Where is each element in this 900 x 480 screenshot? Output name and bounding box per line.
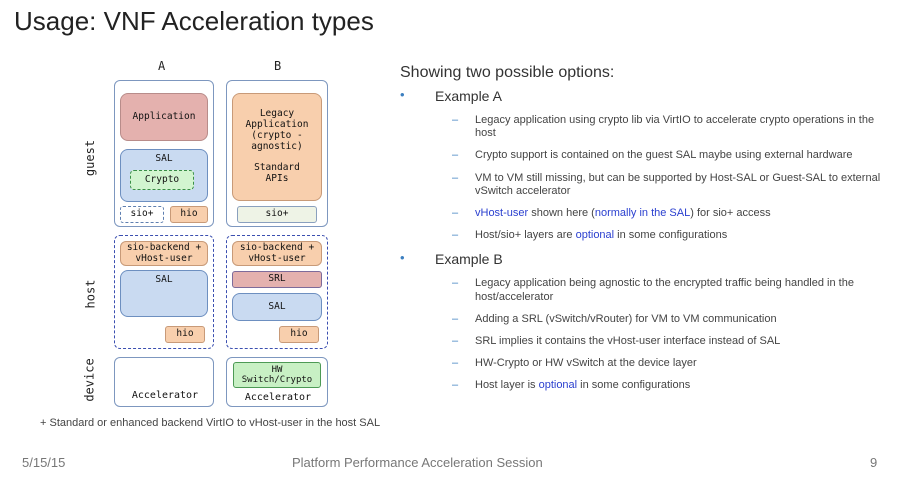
item-text: shown here ( (528, 206, 595, 219)
footer-date: 5/15/15 (22, 455, 66, 470)
layer-label-guest: guest (83, 139, 98, 177)
guest-panel-a: Application SAL Crypto sio+ hio (114, 80, 214, 227)
example-b-item: – Adding a SRL (vSwitch/vRouter) for VM … (400, 313, 890, 326)
hio-block-host-a: hio (165, 326, 205, 343)
host-panel-a: sio-backend + vHost-user SAL hio (114, 235, 214, 349)
crypto-block: Crypto (130, 170, 194, 190)
guest-panel-b: Legacy Application (crypto - agnostic) S… (226, 80, 328, 227)
highlight-text: optional (575, 229, 615, 242)
dash-icon: – (452, 206, 459, 219)
sio-block-b: sio+ (237, 206, 317, 223)
srl-block: SRL (232, 271, 322, 288)
item-text: in some configurations (577, 379, 691, 392)
highlight-text: optional (538, 379, 578, 392)
example-b-item: – Host layer is optional in some configu… (400, 379, 890, 392)
legacy-application-block: Legacy Application (crypto - agnostic) S… (232, 93, 322, 201)
example-a-item: – Crypto support is contained on the gue… (400, 149, 890, 162)
item-text: Host layer is (475, 379, 539, 392)
column-b-label: B (274, 59, 282, 73)
dash-icon: – (452, 171, 459, 184)
hio-block-host-b: hio (279, 326, 319, 343)
footer-title: Platform Performance Acceleration Sessio… (292, 455, 543, 470)
host-sal-label-a: SAL (155, 274, 173, 285)
highlight-text: normally in the SAL (594, 206, 691, 219)
dash-icon: – (452, 114, 459, 126)
architecture-diagram: A B guest host device Application SAL Cr… (80, 55, 340, 415)
item-text: Host/sio+ layers are (475, 229, 576, 242)
content-heading: Showing two possible options: (400, 64, 615, 81)
device-panel-a: Accelerator (114, 357, 214, 407)
example-b-item: – HW-Crypto or HW vSwitch at the device … (400, 357, 890, 370)
page-number: 9 (870, 455, 878, 470)
example-a-item: – Legacy application using crypto lib vi… (400, 114, 890, 140)
hio-block-guest-a: hio (170, 206, 208, 223)
dash-icon: – (452, 149, 459, 162)
accelerator-label-a: Accelerator (131, 390, 199, 402)
example-a-item: – Host/sio+ layers are optional in some … (400, 229, 890, 242)
host-sal-block-b: SAL (232, 293, 322, 321)
example-b-item: – Legacy application being agnostic to t… (400, 277, 890, 303)
host-sal-block-a: SAL (120, 270, 208, 317)
hw-switch-crypto-block: HW Switch/Crypto (233, 362, 321, 388)
bullet-icon: • (400, 87, 405, 102)
item-text: in some configurations (614, 229, 728, 242)
guest-sal-label-a: SAL (155, 153, 173, 164)
dash-icon: – (452, 334, 459, 347)
footnote: + Standard or enhanced backend VirtIO to… (40, 417, 381, 429)
layer-label-device: device (82, 358, 97, 402)
column-a-label: A (158, 59, 166, 73)
item-text: HW-Crypto or HW vSwitch at the device la… (475, 357, 697, 370)
example-a-item: – vHost-user shown here (normally in the… (400, 207, 890, 220)
item-text: Legacy application being agnostic to the… (475, 277, 854, 303)
sio-block-a: sio+ (120, 206, 164, 223)
example-b-heading: • Example B (400, 250, 890, 268)
bullet-icon: • (400, 250, 405, 266)
dash-icon: – (452, 379, 459, 392)
item-text: SRL implies it contains the vHost-user i… (475, 334, 781, 347)
item-text: VM to VM still missing, but can be suppo… (475, 171, 881, 197)
device-panel-b: HW Switch/Crypto Accelerator (226, 357, 328, 407)
slide-title: Usage: VNF Acceleration types (14, 6, 374, 36)
item-text: Legacy application using crypto lib via … (475, 114, 875, 140)
dash-icon: – (452, 229, 459, 242)
example-b-item: – SRL implies it contains the vHost-user… (400, 335, 890, 348)
example-a-heading: • Example A (400, 87, 890, 104)
item-text: Crypto support is contained on the guest… (475, 149, 853, 162)
highlight-text: vHost-user (475, 206, 529, 219)
slide-content: Showing two possible options: • Example … (400, 64, 890, 401)
dash-icon: – (452, 312, 459, 325)
application-block: Application (120, 93, 208, 141)
dash-icon: – (452, 277, 459, 290)
item-text: Adding a SRL (vSwitch/vRouter) for VM to… (475, 312, 777, 325)
example-a-label: Example A (435, 88, 502, 104)
example-a-item: – VM to VM still missing, but can be sup… (400, 172, 890, 198)
host-panel-b: sio-backend + vHost-user SRL SAL hio (226, 235, 328, 349)
sio-backend-block-a: sio-backend + vHost-user (120, 241, 208, 266)
accelerator-label-b: Accelerator (244, 392, 312, 404)
sio-backend-block-b: sio-backend + vHost-user (232, 241, 322, 266)
layer-label-host: host (83, 279, 98, 309)
dash-icon: – (452, 357, 459, 370)
item-text: ) for sio+ access (690, 206, 771, 219)
example-b-label: Example B (435, 251, 503, 268)
